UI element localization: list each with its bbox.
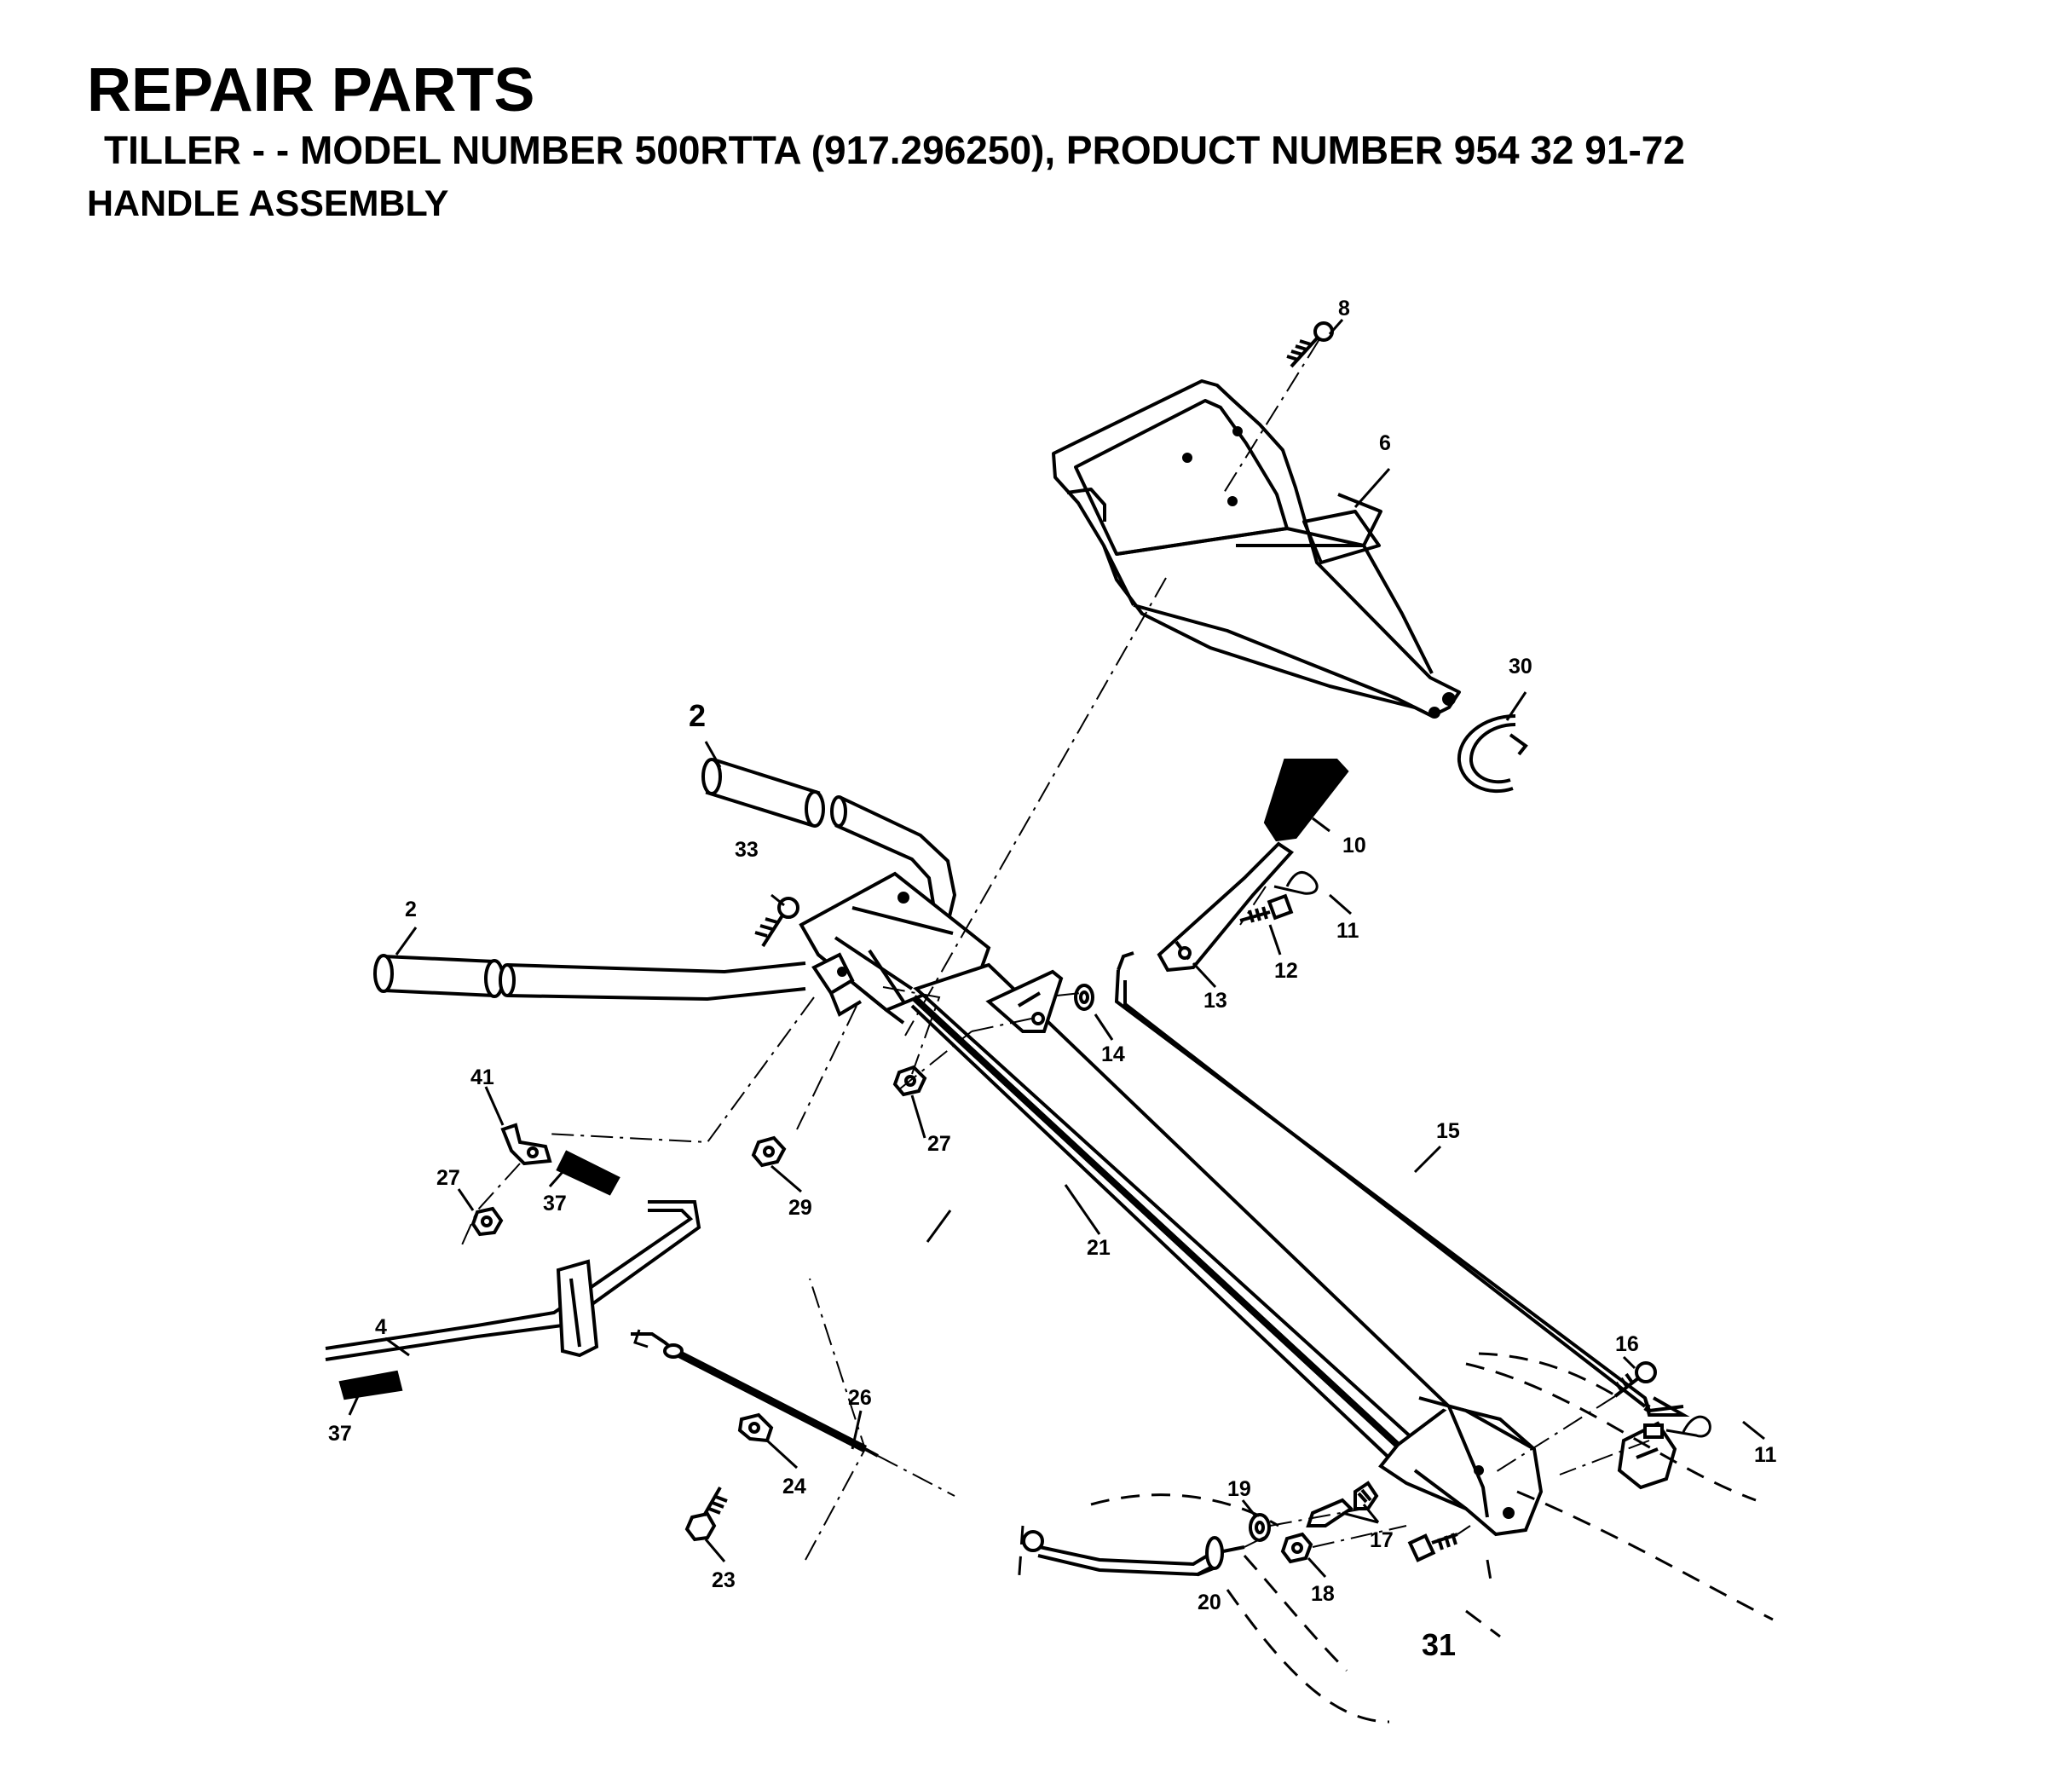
part-10-lever-grip: [1263, 759, 1349, 842]
part-18-nut: [1280, 1532, 1313, 1564]
callout-4: 4: [375, 1315, 387, 1339]
part-17-detent: [1306, 1481, 1379, 1527]
callout-21: 21: [1087, 1236, 1111, 1260]
part-20-lever: [1022, 1530, 1245, 1577]
callout-17: 17: [1370, 1528, 1394, 1552]
callout-30: 30: [1509, 655, 1532, 678]
callout-20: 20: [1198, 1591, 1221, 1614]
callout-2-upper: 2: [689, 698, 706, 733]
callout-19: 19: [1227, 1477, 1251, 1501]
handle-bracket: [799, 871, 991, 1025]
assembly-lines: [459, 338, 1650, 1561]
part-26-cable: [631, 1329, 879, 1458]
callout-27-right: 27: [927, 1132, 951, 1156]
housing-outline-dashed: [1017, 1352, 1774, 1724]
callout-33: 33: [735, 838, 759, 862]
shift-linkage: [1617, 1421, 1677, 1490]
part-31-bolt: [1407, 1533, 1458, 1562]
leader-lines: [348, 319, 1765, 1579]
callout-16: 16: [1615, 1332, 1639, 1356]
callout-12: 12: [1274, 959, 1298, 983]
part-11-hairpin-upper: [1273, 870, 1319, 895]
page-title: REPAIR PARTS: [87, 56, 535, 124]
part-13-shift-lever: [1157, 841, 1295, 973]
callout-14: 14: [1101, 1042, 1125, 1066]
part-4-rod: [325, 1200, 701, 1361]
callout-10: 10: [1342, 834, 1366, 857]
callout-18: 18: [1311, 1582, 1335, 1606]
part-2-upper-grip: [701, 758, 957, 938]
part-19-washer: [1249, 1513, 1271, 1542]
part-30-ring-clip: [1457, 714, 1528, 794]
callout-37-lower: 37: [328, 1422, 352, 1446]
part-27-nut-left: [470, 1206, 504, 1237]
part-29-nut: [751, 1135, 787, 1168]
part-11-hairpin-lower: [1665, 1415, 1711, 1438]
part-37-spring-upper: [556, 1150, 620, 1196]
model-subtitle: TILLER - - MODEL NUMBER 500RTTA (917.296…: [104, 128, 1685, 172]
part-12-bolt: [1239, 893, 1294, 923]
callout-27-left: 27: [436, 1166, 460, 1190]
callout-37-upper: 37: [543, 1192, 567, 1215]
callout-29: 29: [788, 1196, 812, 1220]
callout-23: 23: [712, 1568, 736, 1592]
callout-6: 6: [1379, 431, 1391, 455]
callout-11-upper: 11: [1336, 919, 1359, 943]
callout-41: 41: [470, 1065, 494, 1089]
callout-31: 31: [1422, 1627, 1456, 1662]
callout-2-lower: 2: [405, 898, 417, 921]
callout-26: 26: [848, 1386, 872, 1410]
callout-8: 8: [1338, 297, 1350, 320]
part-15-shift-rod: [1114, 951, 1690, 1417]
part-33-bolt: [754, 897, 799, 948]
part-16-bolt: [1613, 1361, 1657, 1398]
section-title: HANDLE ASSEMBLY: [87, 183, 449, 224]
part-37-spring-lower: [338, 1370, 403, 1400]
part-24-clip: [737, 1412, 774, 1443]
part-21-lower-mount: [1378, 1396, 1544, 1537]
callout-11-lower: 11: [1754, 1443, 1777, 1467]
cable-bracket: [985, 969, 1064, 1033]
part-8-screw: [1286, 321, 1334, 368]
part-6-control-panel: [1052, 379, 1461, 719]
callout-24: 24: [782, 1475, 806, 1498]
part-14-washer: [1074, 984, 1094, 1011]
part-41-clip: [500, 1123, 552, 1166]
callout-15: 15: [1436, 1119, 1460, 1143]
part-23-bolt: [684, 1487, 728, 1542]
part-2-lower-grip: [373, 954, 806, 1002]
callout-13: 13: [1203, 989, 1227, 1013]
part-21-handle-tube: [910, 962, 1452, 1468]
